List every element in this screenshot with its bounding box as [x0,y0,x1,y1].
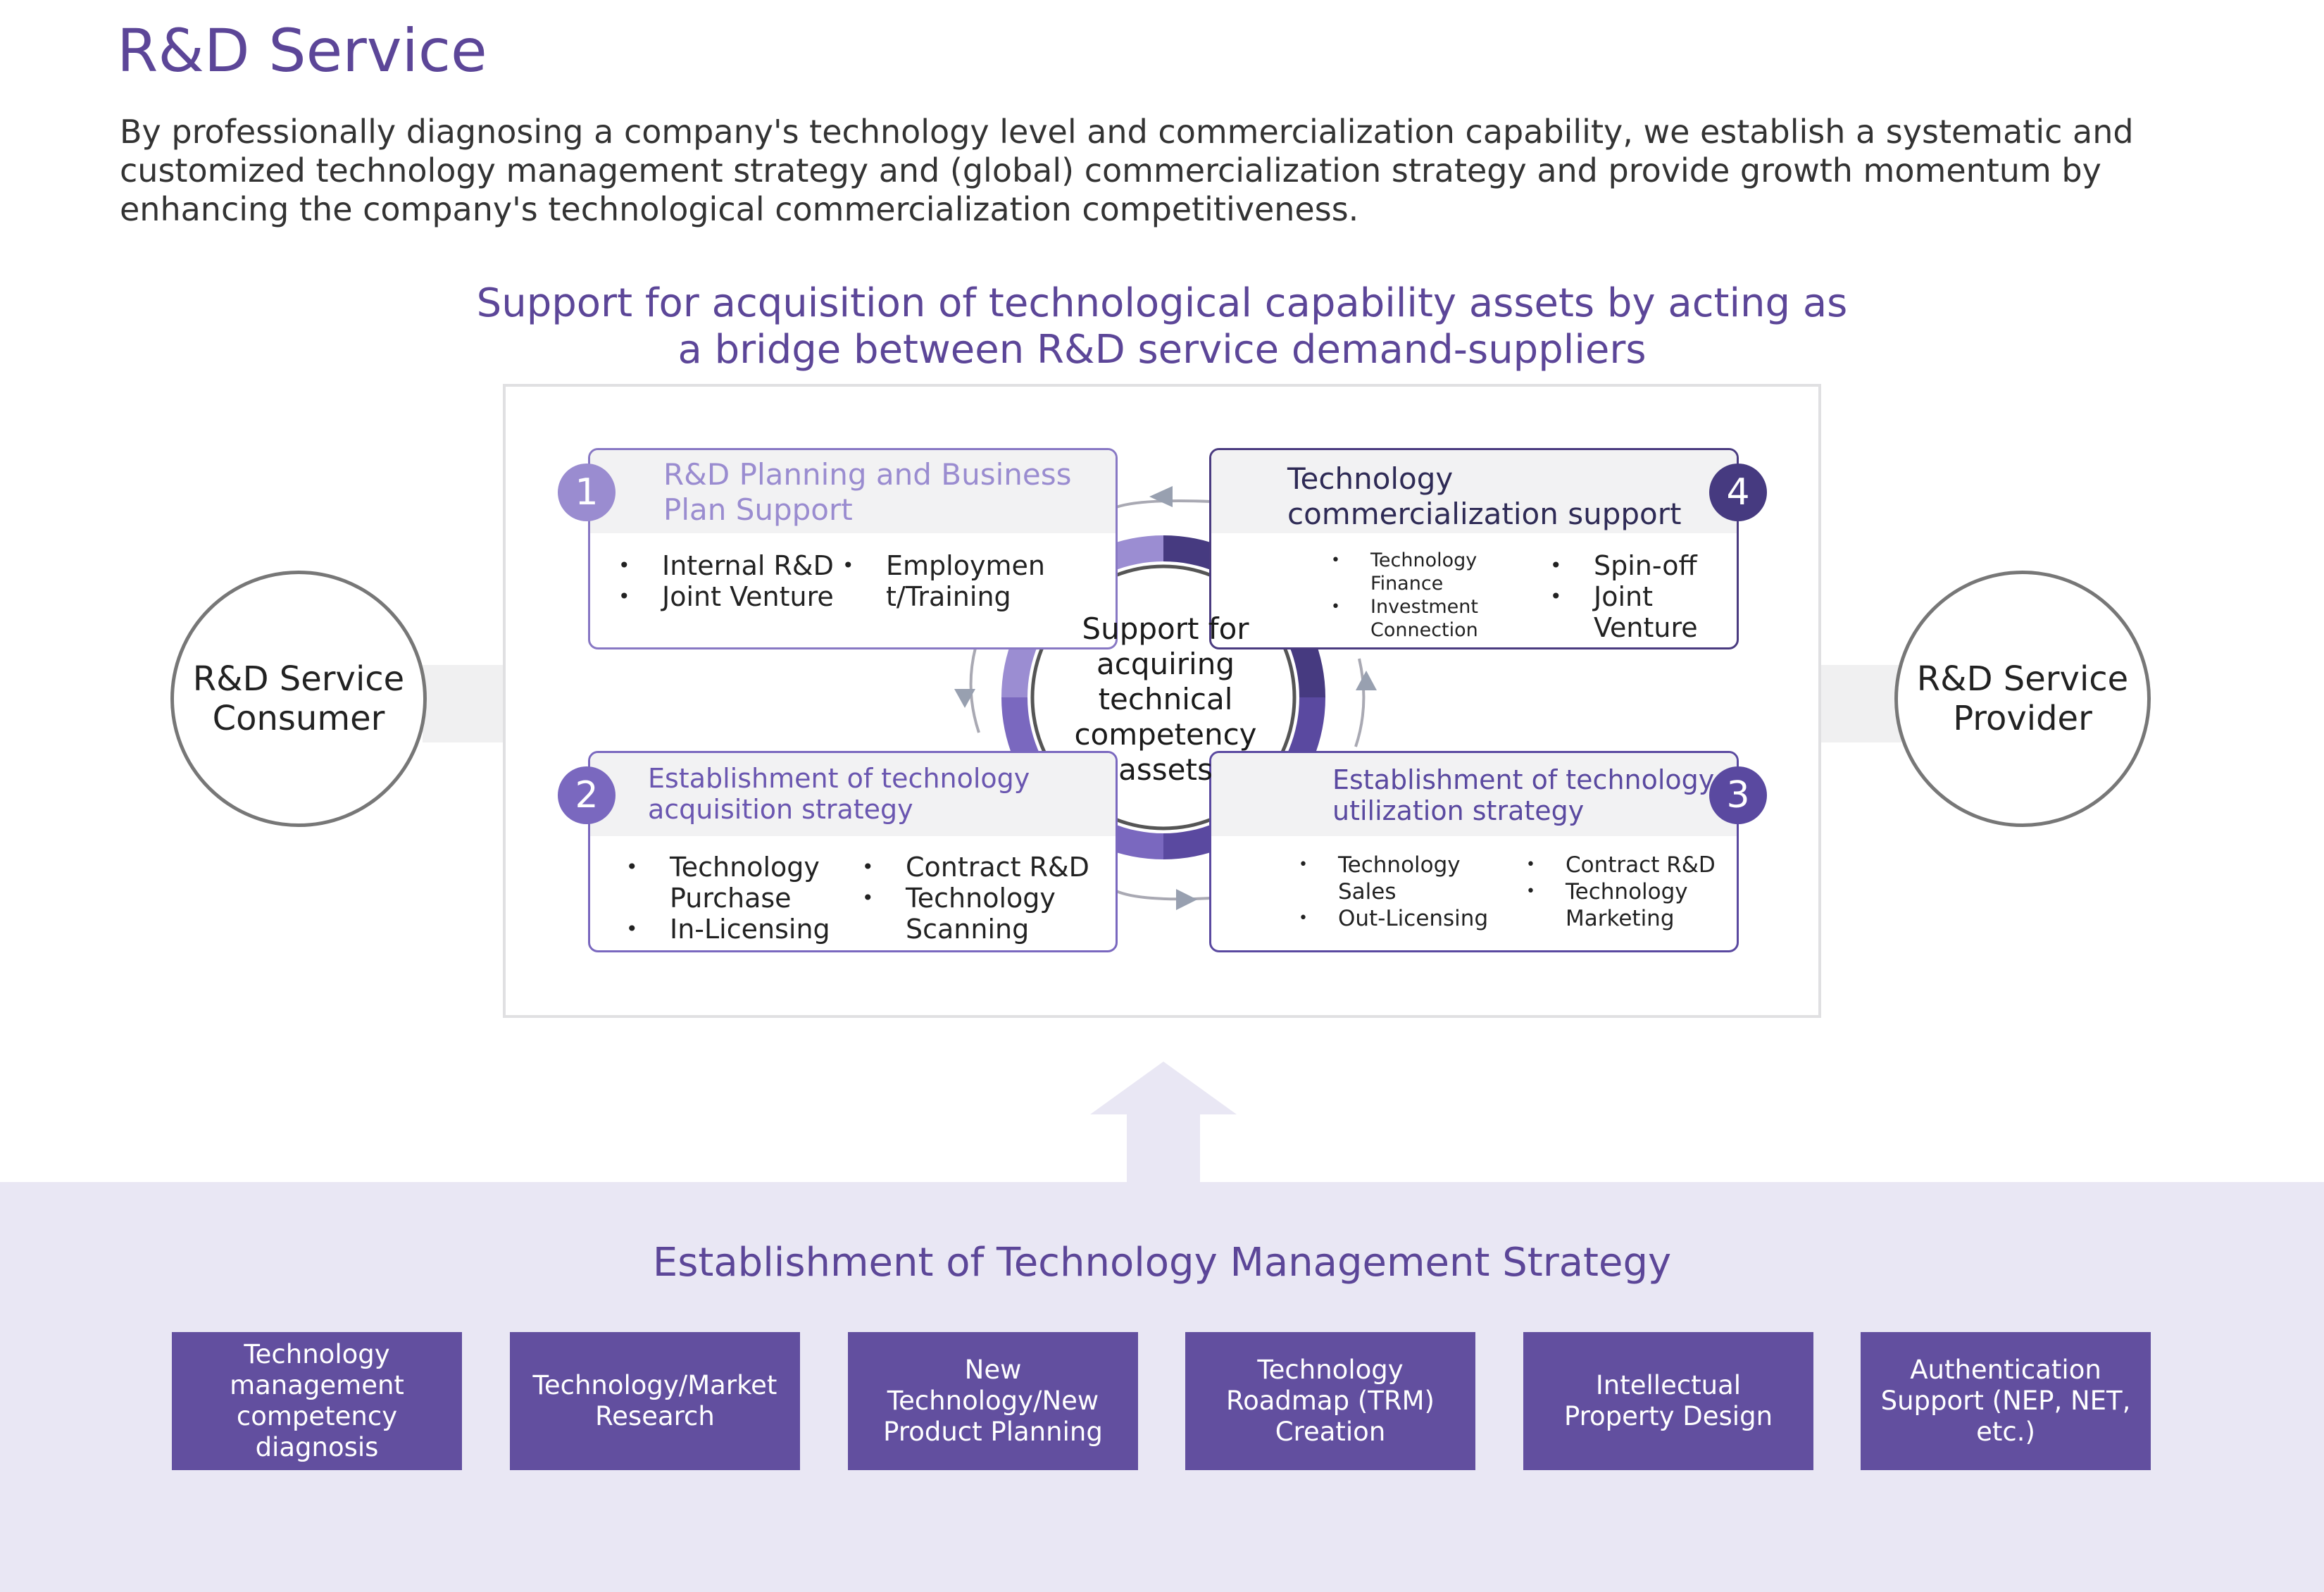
consumer-circle: R&D Service Consumer [170,571,427,827]
list-item: Technology Finance [1331,549,1478,595]
list-item: Contract R&D [1526,852,1716,878]
strategy-item-label: Technology Roadmap (TRM) Creation [1226,1355,1435,1447]
strategy-item-market-research: Technology/Market Research [510,1332,800,1470]
list-item: In-Licensing [626,914,830,945]
consumer-label: R&D Service Consumer [192,659,405,738]
step-badge-4: 4 [1709,464,1767,521]
card-commercialization: Technology commercialization support Tec… [1209,448,1739,649]
card-list-right: Contract R&D Technology Scanning [862,852,1089,945]
arrow-head-bottom [1176,889,1197,910]
strategy-item-label: Technology management competency diagnos… [230,1339,404,1462]
card-title: Establishment of technology acquisition … [648,763,1030,825]
list-item: Employmen t/Training [842,550,1045,612]
card-header [1211,753,1737,836]
list-item: Internal R&D [618,550,834,581]
strategy-item-ip-design: Intellectual Property Design [1523,1332,1813,1470]
arrow-head-top [1149,486,1173,507]
provider-connector-band [1817,665,1901,742]
step-badge-1: 1 [558,464,616,521]
step-badge-3: 3 [1709,766,1767,824]
strategy-item-label: Authentication Support (NEP, NET, etc.) [1880,1355,2131,1447]
step-badge-2: 2 [558,766,616,824]
arrow-head-left [954,689,975,708]
provider-label: R&D Service Provider [1916,659,2129,738]
strategy-item-authentication: Authentication Support (NEP, NET, etc.) [1861,1332,2151,1470]
card-list-left: Technology Purchase In-Licensing [626,852,830,945]
strategy-item-product-planning: New Technology/New Product Planning [848,1332,1138,1470]
strategy-item-competency-diagnosis: Technology management competency diagnos… [172,1332,462,1470]
arrow-head-right [1356,671,1377,690]
diagram-title: Support for acquisition of technological… [423,280,1901,373]
diagram-title-line-1: Support for acquisition of technological… [476,280,1848,326]
list-item: Spin-off [1550,550,1698,581]
card-header [590,753,1116,836]
up-arrow [1090,1062,1237,1182]
cycle-arc-bottom [1116,890,1212,901]
card-list-right: Contract R&D Technology Marketing [1526,852,1716,932]
card-list-left: Internal R&D Joint Venture [618,550,834,612]
card-utilization-strategy: Establishment of technology utilization … [1209,751,1739,952]
list-item: Joint Venture [1550,581,1698,643]
hub-label: Support for acquiring technical competen… [1074,611,1257,787]
list-item: Technology Sales [1299,852,1488,905]
list-item: Out-Licensing [1299,905,1488,932]
card-list-left: Technology Sales Out-Licensing [1299,852,1488,932]
list-item: Technology Marketing [1526,878,1716,932]
card-list-left: Technology Finance Investment Connection [1331,549,1478,642]
card-list-right: Employmen t/Training [842,550,1045,612]
provider-circle: R&D Service Provider [1894,571,2151,827]
card-header [1211,450,1737,533]
consumer-connector-band [423,665,507,742]
card-title: Technology commercialization support [1287,461,1682,531]
list-item: Technology Purchase [626,852,830,914]
strategy-item-label: Intellectual Property Design [1563,1370,1773,1431]
card-list-right: Spin-off Joint Venture [1550,550,1698,643]
list-item: Technology Scanning [862,883,1089,945]
cycle-arc-right [1354,658,1366,747]
list-item: Investment Connection [1331,595,1478,642]
page-title: R&D Service [117,16,487,85]
strategy-item-label: Technology/Market Research [532,1370,777,1431]
diagram-title-line-2: a bridge between R&D service demand-supp… [677,327,1647,373]
strategy-item-label: New Technology/New Product Planning [883,1355,1103,1447]
strategy-title: Establishment of Technology Management S… [652,1240,1672,1286]
strategy-item-roadmap: Technology Roadmap (TRM) Creation [1185,1332,1475,1470]
cycle-arc-top [1116,499,1212,509]
card-title: Establishment of technology utilization … [1332,764,1715,826]
card-header [590,450,1116,533]
card-rd-planning: R&D Planning and Business Plan Support I… [588,448,1118,649]
card-acquisition-strategy: Establishment of technology acquisition … [588,751,1118,952]
list-item: Joint Venture [618,581,834,612]
list-item: Contract R&D [862,852,1089,883]
intro-paragraph: By professionally diagnosing a company's… [120,113,2134,228]
card-title: R&D Planning and Business Plan Support [663,457,1072,527]
